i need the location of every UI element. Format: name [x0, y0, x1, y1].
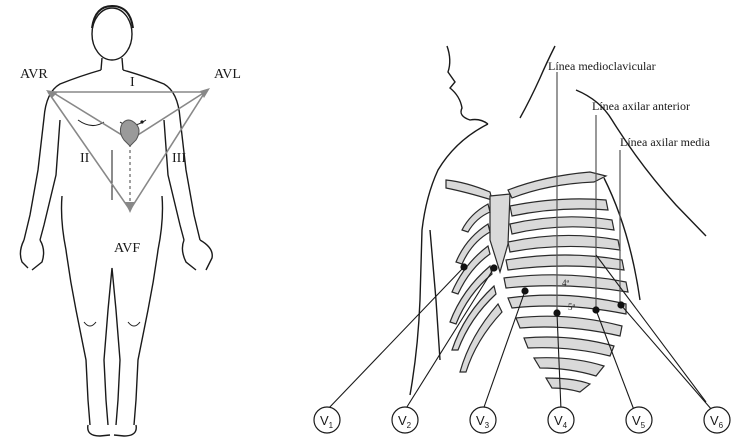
v6-sub: 6 [719, 421, 724, 430]
label-midclavicular: Línea medioclavicular [548, 59, 656, 73]
electrode-v1-dot [460, 263, 467, 270]
electrode-v5-dot [592, 306, 599, 313]
v1-sub: 1 [329, 421, 334, 430]
v5-sub: 5 [641, 421, 646, 430]
v3-letter: V [476, 413, 485, 428]
hips [62, 196, 163, 425]
rib-1 [510, 199, 608, 216]
reference-labels: Línea medioclavicular Línea axilar anter… [548, 59, 711, 149]
heart-dot [140, 120, 143, 123]
v2-letter: V [398, 413, 407, 428]
v3-sub: 3 [485, 421, 490, 430]
chest-figure: Línea medioclavicular Línea axilar anter… [314, 46, 730, 433]
v4-letter: V [554, 413, 563, 428]
label-iii: III [172, 151, 186, 166]
electrode-label-v2: V2 [392, 407, 418, 433]
rib-cage [446, 172, 628, 392]
electrode-v4-dot [553, 309, 560, 316]
avl-vector [130, 92, 205, 140]
v4-sub: 4 [563, 421, 568, 430]
v5-letter: V [632, 413, 641, 428]
rib-4 [506, 255, 624, 270]
rib-7 [516, 316, 622, 336]
rib-6 [508, 295, 626, 314]
v2-sub: 2 [407, 421, 412, 430]
rib-2 [510, 217, 614, 234]
back-neck [520, 46, 555, 118]
label-5th-intercostal: 5ª [568, 302, 576, 312]
inner-legs [104, 268, 120, 425]
label-avl: AVL [214, 67, 241, 82]
label-4th-intercostal: 4ª [562, 278, 570, 288]
electrode-labels: V1 V2 V3 V4 V5 V6 [314, 407, 730, 433]
label-ii: II [80, 151, 90, 166]
rib-10 [546, 378, 590, 392]
rib-9 [534, 358, 604, 376]
knees [84, 322, 140, 326]
face-profile [447, 46, 488, 124]
electrode-label-v5: V5 [626, 407, 652, 433]
electrode-label-v6: V6 [704, 407, 730, 433]
label-avr: AVR [20, 67, 48, 82]
body-figure [20, 6, 212, 436]
clavicle-left [446, 180, 492, 200]
avf-arrowhead [125, 202, 135, 213]
label-i: I [130, 75, 135, 90]
lead-iii-line [130, 92, 205, 210]
right-hand [182, 240, 212, 270]
left-rib-6 [460, 304, 502, 372]
left-hand [20, 240, 43, 270]
electrode-v3-dot [521, 287, 528, 294]
feet [88, 425, 137, 436]
electrode-v6-dot [617, 301, 624, 308]
heart-shape [120, 120, 139, 146]
leader-v6 [621, 305, 712, 410]
leader-v1 [327, 267, 464, 410]
head [92, 8, 132, 60]
electrode-label-v3: V3 [470, 407, 496, 433]
electrode-label-v1: V1 [314, 407, 340, 433]
leader-v3 [483, 291, 525, 410]
electrode-label-v4: V4 [548, 407, 574, 433]
v1-letter: V [320, 413, 329, 428]
rib-3 [508, 235, 620, 252]
avr-vector [52, 92, 130, 140]
label-mid-axillary: Línea axilar media [620, 135, 711, 149]
label-anterior-axillary: Línea axilar anterior [592, 99, 690, 113]
electrode-v2-dot [490, 264, 497, 271]
label-avf: AVF [114, 241, 140, 256]
v6-letter: V [710, 413, 719, 428]
inner-arm-left [430, 230, 440, 360]
rib-8 [524, 337, 614, 356]
